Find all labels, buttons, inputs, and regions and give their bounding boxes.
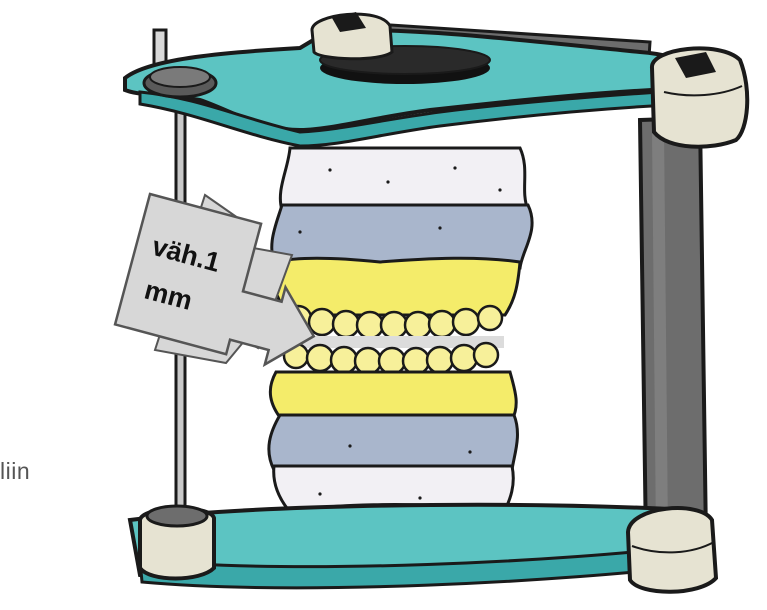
bottom-left-knob-icon <box>140 506 214 579</box>
top-right-knob-icon <box>652 48 747 146</box>
bottom-right-knob-icon <box>628 508 716 592</box>
side-caption-fragment: liin <box>0 458 30 485</box>
top-back-knob-icon <box>312 12 392 59</box>
articulator-post-icon <box>640 118 706 545</box>
top-left-knob-icon <box>144 67 216 97</box>
